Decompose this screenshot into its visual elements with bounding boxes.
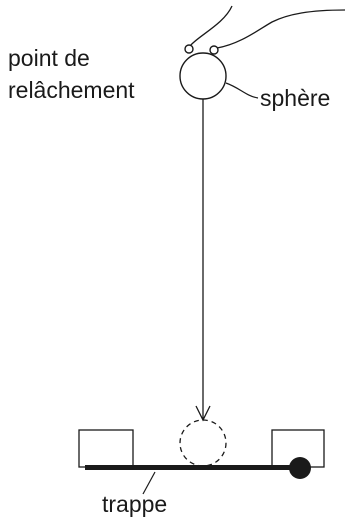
left-block (78, 429, 134, 468)
right-support-wire (216, 9, 346, 49)
release-point-label-line2: relâchement (8, 77, 135, 103)
trapdoor-hinge (289, 457, 311, 479)
left-attachment-knot (184, 44, 194, 54)
fall-arrowhead (195, 405, 211, 422)
trapdoor-plate (85, 465, 293, 470)
sphere-leader-line (225, 82, 259, 99)
sphere-label: sphère (260, 85, 330, 111)
trapdoor-label: trappe (102, 491, 167, 517)
sphere-initial (179, 52, 227, 100)
sphere-final-dashed (179, 419, 227, 467)
right-attachment-knot (209, 45, 219, 55)
left-support-wire (189, 5, 233, 47)
trapdoor-leader-line (142, 471, 156, 495)
release-point-label-line1: point de (8, 45, 90, 71)
